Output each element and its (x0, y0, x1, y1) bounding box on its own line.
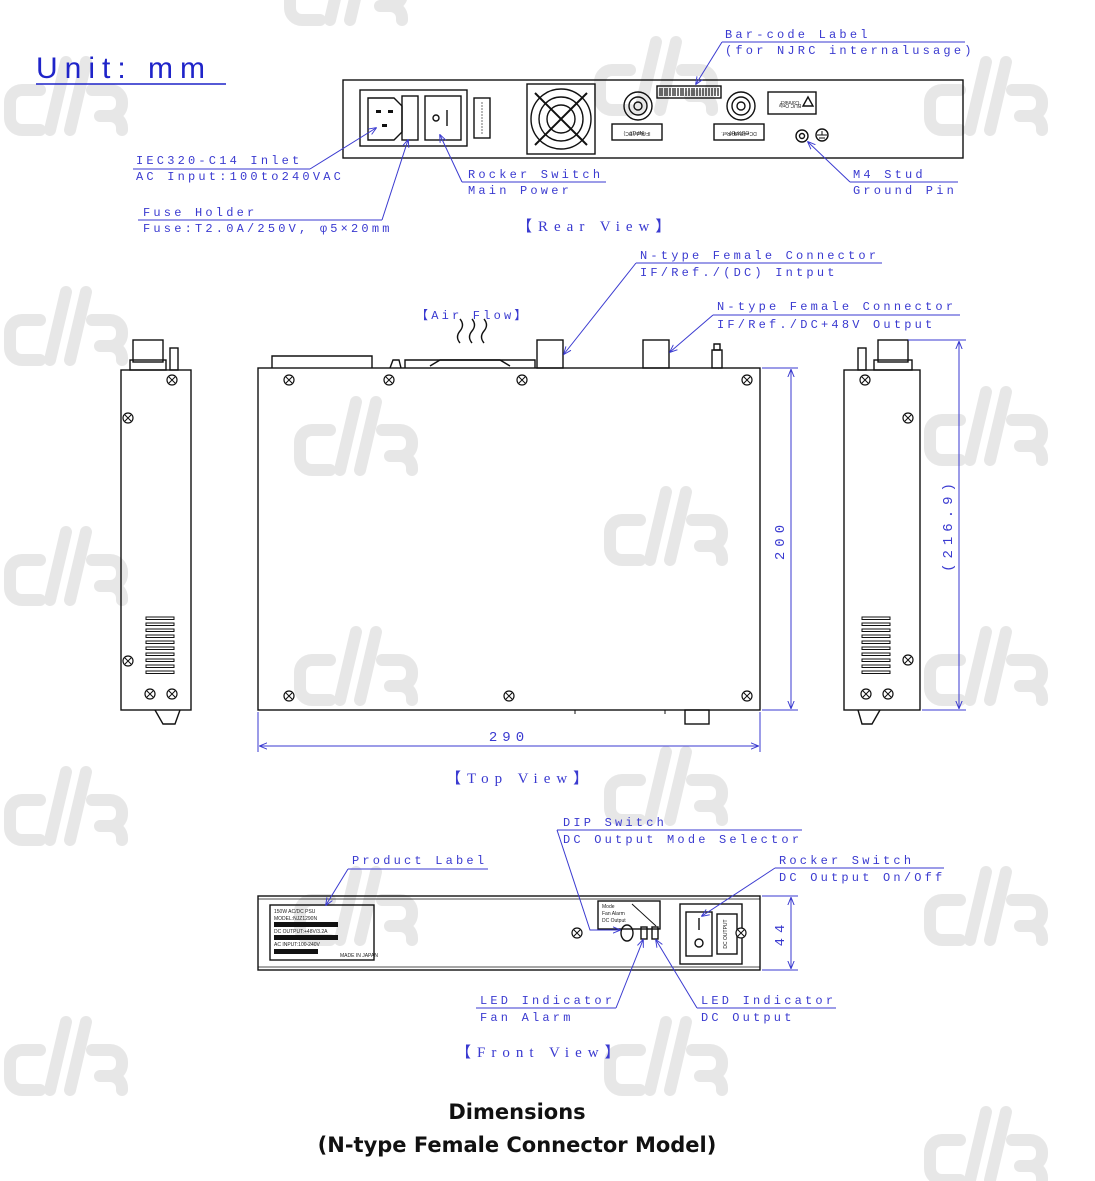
rocker-switch-main (424, 95, 462, 141)
dip-switch-sub: DC Output Mode Selector (563, 833, 802, 847)
unit-label: Unit: mm (36, 52, 212, 85)
rear-view: INPUT IF/Ref./(DC) OUTPUT DC+48V/IF/Ref.… (342, 79, 964, 159)
n-connector-2-label: N-type Female Connector (717, 300, 956, 314)
led-dc-sub: DC Output (701, 1011, 795, 1025)
caution-sub-text: BUC Only (778, 102, 801, 108)
n-connector-output (642, 339, 670, 369)
barcode-label-sub: (for NJRC internalusage) (725, 44, 975, 58)
rear-rocker-label: Rocker Switch (468, 168, 603, 182)
plate-line-2: MODEL:NJZ1290N (274, 916, 317, 922)
caution-sticker (767, 91, 817, 115)
dim-width: 290 (489, 730, 529, 746)
top-view (120, 318, 921, 725)
top-view-title: 【Top View】 (446, 770, 594, 787)
n-connector-2-sub: IF/Ref./DC+48V Output (717, 318, 935, 332)
air-flow-label: 【Air Flow】 (416, 308, 530, 323)
input-tag: INPUT (630, 129, 645, 135)
mode-text: Mode (602, 904, 615, 910)
barcode-label-text: Bar-code Label (725, 28, 871, 42)
dip-switch (620, 924, 634, 942)
m4-stud-label: M4 Stud (853, 168, 926, 182)
fuse-holder (401, 95, 419, 141)
barcode-label (656, 85, 722, 99)
product-label-plate (269, 904, 375, 961)
front-view-title: 【Front View】 (456, 1044, 626, 1061)
output-tag: OUTPUT (729, 129, 750, 135)
rear-view-title: 【Rear View】 (517, 218, 676, 235)
iec-inlet-label: IEC320-C14 Inlet (136, 154, 302, 168)
front-panel (257, 895, 761, 971)
alarm-text: Fan Alarm (602, 911, 625, 917)
iec320-c14-inlet (367, 97, 403, 141)
front-rocker-label: Rocker Switch (779, 854, 914, 868)
output-tag-sub: DC+48V/IF/Ref. (721, 130, 756, 136)
ground-stud-top (711, 349, 723, 369)
front-rocker-sub: DC Output On/Off (779, 871, 945, 885)
air-flow-icon (456, 318, 488, 344)
mode-panel (597, 900, 661, 930)
main-power-label: Main Power (468, 184, 572, 198)
rear-panel (342, 79, 964, 159)
caution-text: Connect (780, 99, 799, 105)
dim-depth-total: (216.9) (941, 478, 957, 572)
iec-inlet-module (359, 89, 468, 147)
input-tag-sub: IF/Ref./(DC) (623, 130, 650, 136)
m4-stud (795, 129, 809, 143)
ground-pin-label: Ground Pin (853, 184, 957, 198)
plate-line-4: AC INPUT:100-240V (274, 942, 321, 948)
n-connector-1-label: N-type Female Connector (640, 249, 879, 263)
input-connector (623, 91, 653, 121)
plate-line-3: DC OUTPUT:+48V/3.2A (274, 929, 328, 935)
dip-switch-label: DIP Switch (563, 816, 667, 830)
product-label-text: Product Label (352, 854, 487, 868)
caption-title: Dimensions (448, 1100, 585, 1124)
n-connector-1-sub: IF/Ref./(DC) Intput (640, 266, 838, 280)
output-connector (726, 91, 756, 121)
n-connector-input (536, 339, 564, 369)
led-fan-alarm (640, 926, 648, 940)
fan-grille (526, 83, 596, 155)
top-view-body (257, 367, 761, 711)
dim-depth: 200 (773, 520, 789, 560)
rocker-switch-dc (685, 911, 713, 957)
plate-line-5: MADE IN JAPAN (340, 953, 378, 959)
caption-subtitle: (N-type Female Connector Model) (318, 1133, 717, 1157)
led-dc-label: LED Indicator (701, 994, 836, 1008)
ground-pin-icon (815, 128, 829, 142)
fuse-spec-label: Fuse:T2.0A/250V, φ5×20mm (143, 222, 393, 236)
fuse-holder-label: Fuse Holder (143, 206, 257, 220)
switch-text: DC OUTPUT (723, 919, 729, 948)
led-fan-label: LED Indicator (480, 994, 615, 1008)
led-fan-sub: Fan Alarm (480, 1011, 574, 1025)
front-rocker-housing (679, 903, 743, 965)
plate-line-1: 150W AC/DC PSU (274, 909, 316, 915)
output-text: DC Output (602, 918, 626, 924)
ac-input-label: AC Input:100to240VAC (136, 170, 344, 184)
dim-height: 44 (773, 920, 789, 947)
front-view: 150W AC/DC PSU MODEL:NJZ1290N DC OUTPUT:… (257, 895, 761, 971)
